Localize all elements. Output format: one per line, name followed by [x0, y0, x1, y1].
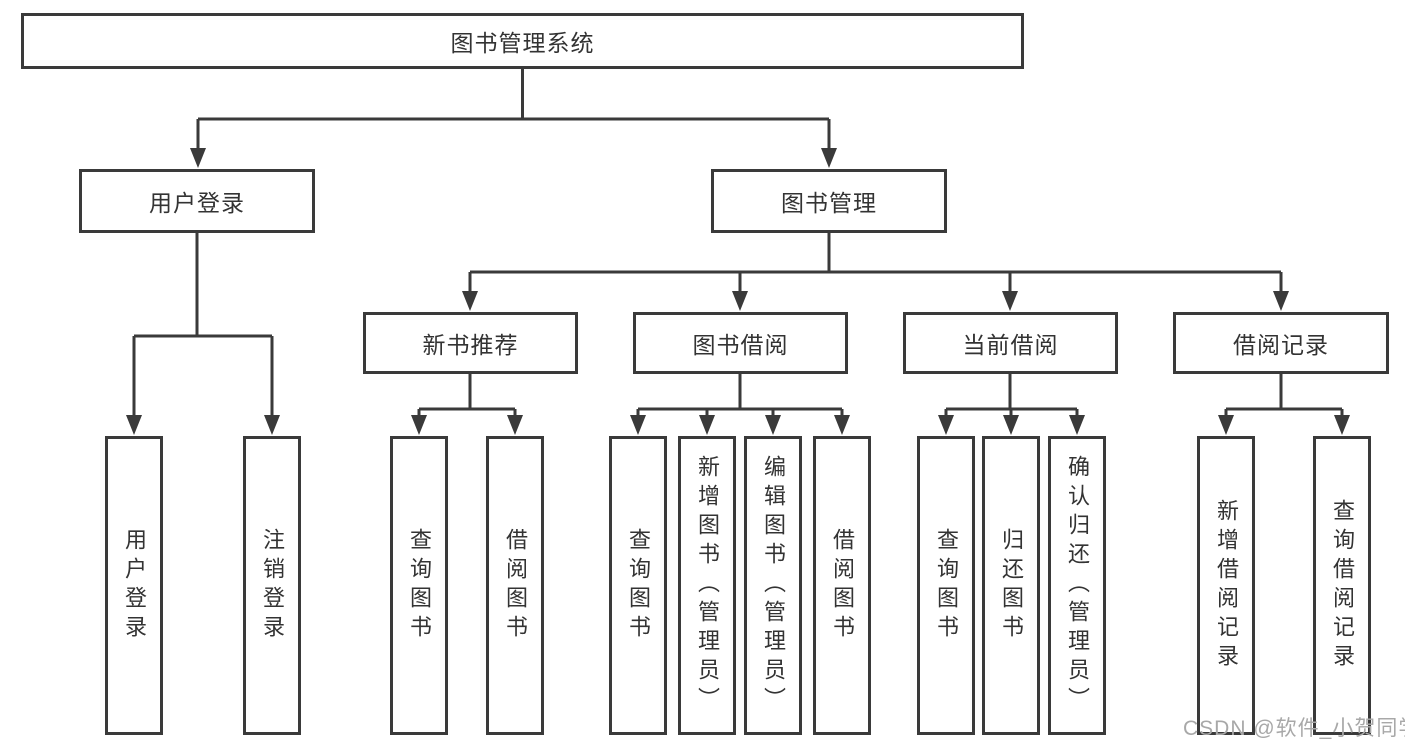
leaf-edit-book-admin: 编辑图书（管理员） — [744, 436, 802, 735]
leaf-confirm-return-admin: 确认归还（管理员） — [1048, 436, 1106, 735]
node-book-management: 图书管理 — [711, 169, 947, 233]
leaf-query-books-borrow: 查询图书 — [609, 436, 667, 735]
leaf-query-books-current: 查询图书 — [917, 436, 975, 735]
leaf-logout: 注销登录 — [243, 436, 301, 735]
node-library-management-system: 图书管理系统 — [21, 13, 1024, 69]
node-book-borrow: 图书借阅 — [633, 312, 848, 374]
leaf-user-login: 用户登录 — [105, 436, 163, 735]
node-current-borrow: 当前借阅 — [903, 312, 1118, 374]
leaf-query-books-recommend: 查询图书 — [390, 436, 448, 735]
leaf-add-book-admin: 新增图书（管理员） — [678, 436, 736, 735]
node-user-login: 用户登录 — [79, 169, 315, 233]
node-new-book-recommend: 新书推荐 — [363, 312, 578, 374]
leaf-borrow-books-recommend: 借阅图书 — [486, 436, 544, 735]
leaf-borrow-books: 借阅图书 — [813, 436, 871, 735]
csdn-watermark: CSDN @软件_小贺同学 — [1183, 717, 1405, 740]
leaf-return-book: 归还图书 — [982, 436, 1040, 735]
node-borrow-records: 借阅记录 — [1173, 312, 1389, 374]
leaf-add-borrow-record: 新增借阅记录 — [1197, 436, 1255, 735]
leaf-query-borrow-record: 查询借阅记录 — [1313, 436, 1371, 735]
